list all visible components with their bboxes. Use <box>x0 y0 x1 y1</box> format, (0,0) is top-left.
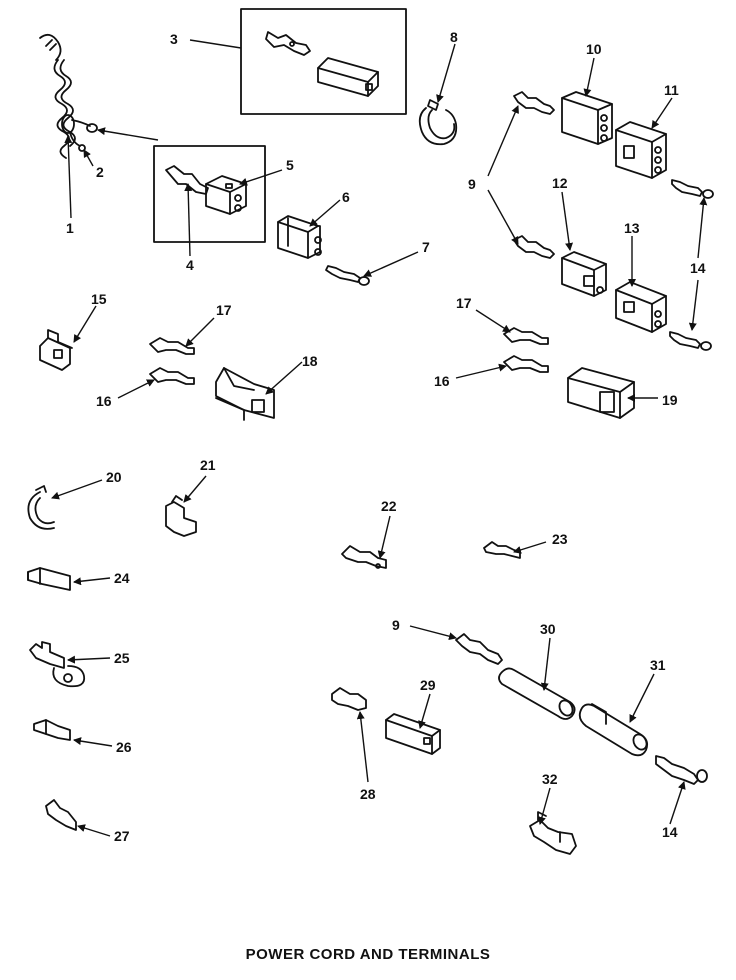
callout-3: 3 <box>170 31 178 47</box>
callout-8: 8 <box>450 29 458 45</box>
ring-terminal-part-25 <box>29 641 86 688</box>
terminal-part-32 <box>529 811 577 855</box>
callout-4: 4 <box>186 257 194 273</box>
housing-part-3 <box>317 57 379 97</box>
callout-26: 26 <box>116 739 132 755</box>
callout-28: 28 <box>360 786 376 802</box>
callout-24: 24 <box>114 570 130 586</box>
connector-part-6 <box>277 215 322 259</box>
housing-part-18 <box>215 367 275 421</box>
terminal-part-17-right <box>503 327 549 345</box>
pin-terminal-part-14-bottom <box>655 755 708 785</box>
callout-15: 15 <box>91 291 107 307</box>
connector-part-12 <box>561 251 607 297</box>
callout-16-left: 16 <box>96 393 112 409</box>
callout-labels: 1 2 3 4 5 6 7 8 9 9 10 11 12 13 14 14 15… <box>66 29 706 844</box>
terminal-part-21 <box>165 495 197 537</box>
terminal-part-9-mid <box>513 235 555 259</box>
terminal-part-22 <box>341 545 387 569</box>
callout-18: 18 <box>302 353 318 369</box>
callout-20: 20 <box>106 469 122 485</box>
terminal-part-23 <box>483 541 521 559</box>
terminal-part-9-top <box>513 91 555 115</box>
sleeve-part-30 <box>498 667 576 720</box>
callout-9-top: 9 <box>468 176 476 192</box>
callout-2: 2 <box>96 164 104 180</box>
terminal-part-17-left <box>149 337 195 355</box>
connector-part-11 <box>615 121 667 179</box>
clamp-part-20 <box>27 485 55 530</box>
callout-7: 7 <box>422 239 430 255</box>
callout-30: 30 <box>540 621 556 637</box>
sleeve-part-31 <box>578 703 649 757</box>
connector-part-5 <box>205 175 247 215</box>
terminal-part-24 <box>27 567 71 591</box>
terminal-part-4 <box>165 165 209 195</box>
callout-17-left: 17 <box>216 302 232 318</box>
diagram-title: POWER CORD AND TERMINALS <box>245 946 491 963</box>
callout-23: 23 <box>552 531 568 547</box>
callout-10: 10 <box>586 41 602 57</box>
clamp-part-8 <box>418 99 458 146</box>
terminal-part-16-left <box>149 367 195 385</box>
leader-lines <box>51 39 708 837</box>
callout-27: 27 <box>114 828 130 844</box>
terminal-part-15 <box>39 329 73 371</box>
callout-19: 19 <box>662 392 678 408</box>
housing-part-29 <box>385 713 441 755</box>
terminal-part-9-bottom <box>455 633 503 665</box>
callout-14-bottom: 14 <box>662 824 678 840</box>
callout-14-top: 14 <box>690 260 706 276</box>
callout-13: 13 <box>624 220 640 236</box>
terminal-part-3 <box>265 31 311 56</box>
group-box-4-5 <box>153 145 266 243</box>
callout-22: 22 <box>381 498 397 514</box>
housing-part-19 <box>567 367 635 419</box>
callout-21: 21 <box>200 457 216 473</box>
callout-9-bottom: 9 <box>392 617 400 633</box>
group-box-3 <box>240 8 407 115</box>
callout-17-right: 17 <box>456 295 472 311</box>
terminal-part-27 <box>45 799 77 831</box>
pin-terminal-part-14-top <box>671 179 714 199</box>
callout-6: 6 <box>342 189 350 205</box>
callout-29: 29 <box>420 677 436 693</box>
callout-11: 11 <box>664 82 679 98</box>
callout-25: 25 <box>114 650 130 666</box>
callout-32: 32 <box>542 771 558 787</box>
callout-1: 1 <box>66 220 74 236</box>
callout-5: 5 <box>286 157 294 173</box>
terminal-part-26 <box>33 719 71 741</box>
connector-part-13 <box>615 281 667 333</box>
power-cord-part <box>39 33 98 159</box>
callout-16-right: 16 <box>434 373 450 389</box>
terminal-part-28 <box>331 687 367 711</box>
callout-12: 12 <box>552 175 568 191</box>
callout-31: 31 <box>650 657 666 673</box>
connector-part-10 <box>561 91 613 145</box>
pin-terminal-part-14-mid <box>669 331 712 351</box>
terminal-part-16-right <box>503 355 549 373</box>
pin-terminal-part-7 <box>325 265 370 286</box>
